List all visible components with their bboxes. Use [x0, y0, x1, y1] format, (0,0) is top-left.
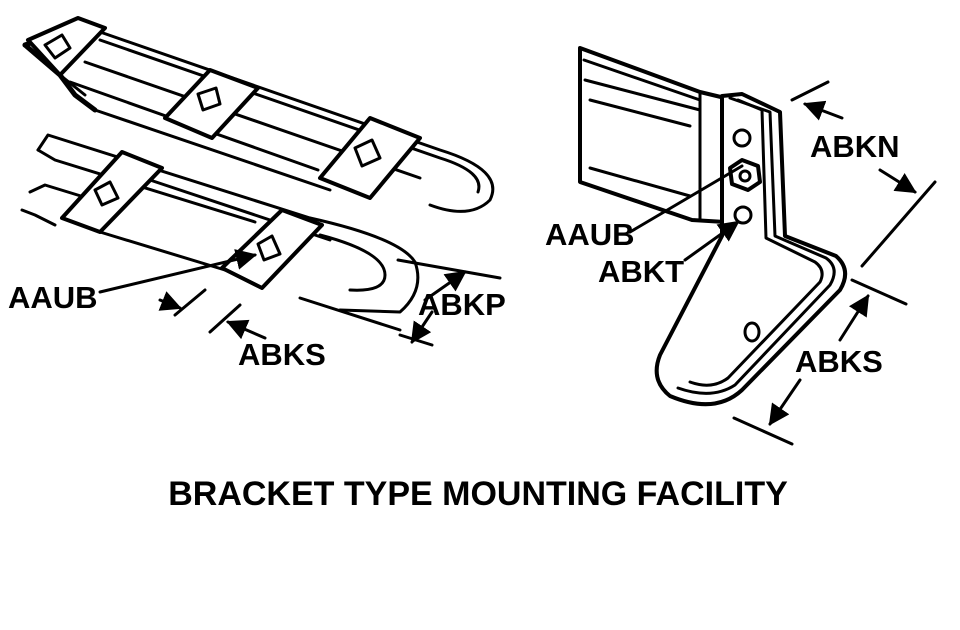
- upper-clip-3: [318, 116, 422, 200]
- left-clip-label: AAUB: [8, 280, 98, 315]
- right-height-label: ABKN: [810, 129, 900, 164]
- bent-bracket: [654, 92, 848, 407]
- right-spacing-label: ABKS: [795, 344, 883, 379]
- upper-mounting-strip: [22, 22, 495, 213]
- right-hole-label: ABKT: [598, 254, 684, 289]
- upper-clip-1: [26, 16, 107, 77]
- upper-clip-2: [163, 68, 260, 140]
- left-width-label: ABKP: [418, 287, 506, 322]
- left-spacing-label: ABKS: [238, 337, 326, 372]
- right-dimension-lines: [628, 80, 937, 446]
- lower-clip-2: [220, 208, 324, 290]
- left-dimension-lines: [98, 249, 502, 347]
- figure-caption: BRACKET TYPE MOUNTING FACILITY: [168, 475, 788, 513]
- lower-clip-1: [60, 150, 164, 234]
- lower-mounting-strip: [20, 133, 420, 332]
- rail-section: [578, 46, 727, 224]
- right-clip-label: AAUB: [545, 217, 635, 252]
